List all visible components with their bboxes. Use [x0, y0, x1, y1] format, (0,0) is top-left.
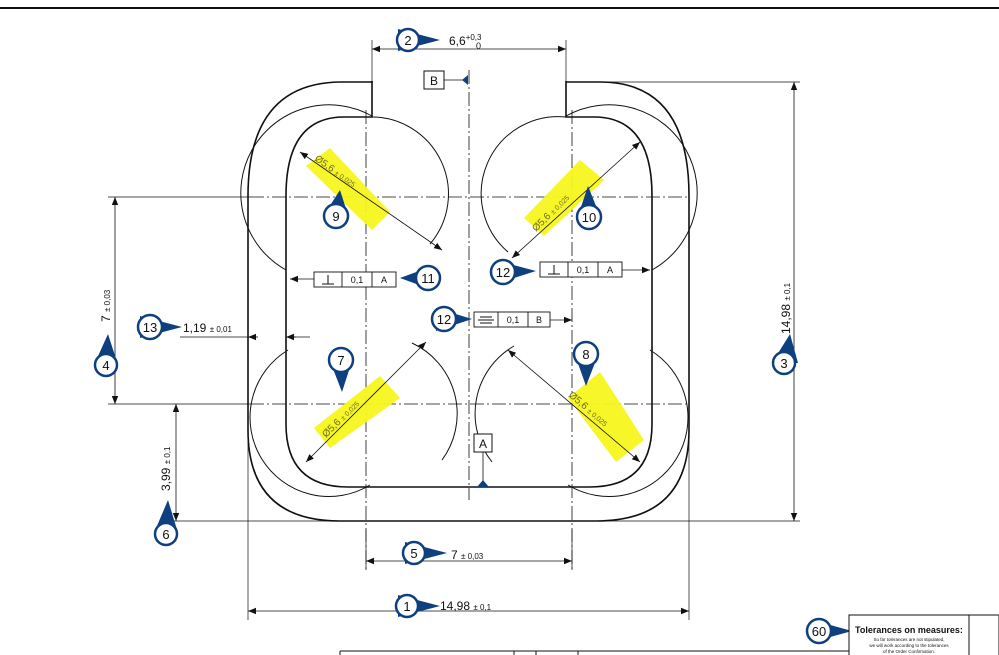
- dim-13-text: 1,19 ± 0,01: [183, 321, 232, 335]
- svg-text:1: 1: [403, 599, 410, 614]
- balloon-9: 9: [322, 190, 350, 230]
- balloon-10: 10: [575, 186, 603, 231]
- svg-text:3: 3: [780, 356, 787, 371]
- svg-text:B: B: [430, 74, 438, 88]
- svg-text:7: 7: [337, 353, 344, 368]
- svg-text:0,1: 0,1: [507, 315, 520, 325]
- svg-text:9: 9: [332, 209, 339, 224]
- balloon-6: 6: [153, 500, 179, 547]
- svg-text:A: A: [381, 275, 387, 285]
- svg-text:8: 8: [582, 347, 589, 362]
- svg-text:4: 4: [102, 358, 109, 373]
- balloon-1: 1: [394, 593, 440, 619]
- dim-4-text: 7 ± 0,03: [99, 289, 113, 322]
- dim-6-text: 3,99 ± 0,1: [159, 446, 173, 491]
- fcf-12a: 0,1 A: [539, 261, 650, 278]
- hole-top-left: [240, 104, 373, 271]
- part-inner-contour: [285, 81, 653, 488]
- svg-text:5: 5: [410, 546, 417, 561]
- svg-text:6: 6: [162, 527, 169, 542]
- svg-text:So far tolerances are not stip: So far tolerances are not stipulated,: [873, 637, 944, 642]
- svg-text:Tolerances on measures:: Tolerances on measures:: [855, 625, 963, 635]
- dim-1-text: 14,98 ± 0,1: [440, 599, 492, 613]
- svg-text:12: 12: [437, 312, 451, 327]
- balloon-7: 7: [327, 346, 355, 392]
- hole-bottom-left: [249, 349, 371, 497]
- dim-2-lower-tol: 0: [476, 41, 481, 51]
- svg-text:of the Order Confirmation.: of the Order Confirmation.: [883, 649, 935, 654]
- balloon-12a: 12: [489, 258, 536, 286]
- hole-top-right-b: [480, 116, 567, 253]
- datum-a: A: [473, 433, 493, 487]
- dimension-lines: [111, 45, 798, 615]
- hole-top-left-b: [369, 116, 449, 245]
- svg-text:14,98 ± 0,1: 14,98 ± 0,1: [779, 282, 793, 334]
- dim-3-text: 14,98 ± 0,1: [779, 282, 793, 334]
- datum-b: B: [423, 70, 468, 90]
- hole-top-right: [565, 104, 698, 271]
- fcf-11: 0,1 A: [290, 271, 397, 288]
- svg-text:13: 13: [143, 320, 157, 335]
- svg-text:2: 2: [404, 33, 411, 48]
- hole-bottom-right: [567, 349, 689, 497]
- svg-text:B: B: [536, 315, 542, 325]
- tolerance-box: Tolerances on measures: So far tolerance…: [848, 614, 999, 655]
- svg-text:A: A: [607, 265, 613, 275]
- balloon-3: 3: [771, 334, 798, 376]
- hole-leaders: [299, 141, 641, 463]
- hole-bottom-left-b: [411, 342, 458, 461]
- svg-text:12: 12: [496, 265, 510, 280]
- svg-text:11: 11: [421, 271, 435, 286]
- balloon-5: 5: [401, 540, 447, 566]
- svg-text:10: 10: [582, 210, 596, 225]
- balloon-8: 8: [572, 340, 600, 386]
- svg-text:A: A: [479, 437, 487, 451]
- svg-text:7 ± 0,03: 7 ± 0,03: [99, 289, 113, 322]
- balloon-13: 13: [136, 313, 182, 341]
- svg-text:we will work according to the: we will work according to the tolerances: [869, 643, 949, 648]
- svg-text:60: 60: [812, 624, 826, 639]
- fcf-12b: 0,1 B: [473, 311, 572, 328]
- svg-text:0,1: 0,1: [577, 265, 590, 275]
- balloon-11: 11: [400, 264, 442, 292]
- dim-2-text: 6,6+0,3: [449, 33, 482, 48]
- title-block-edge: [339, 650, 849, 655]
- dim-5-text: 7 ± 0,03: [451, 548, 484, 562]
- svg-text:3,99 ± 0,1: 3,99 ± 0,1: [159, 446, 173, 491]
- balloon-12b: 12: [430, 305, 472, 333]
- balloon-60: 60: [805, 617, 852, 645]
- svg-text:0,1: 0,1: [351, 275, 364, 285]
- balloon-4: 4: [93, 334, 119, 378]
- balloon-2: 2: [395, 27, 440, 53]
